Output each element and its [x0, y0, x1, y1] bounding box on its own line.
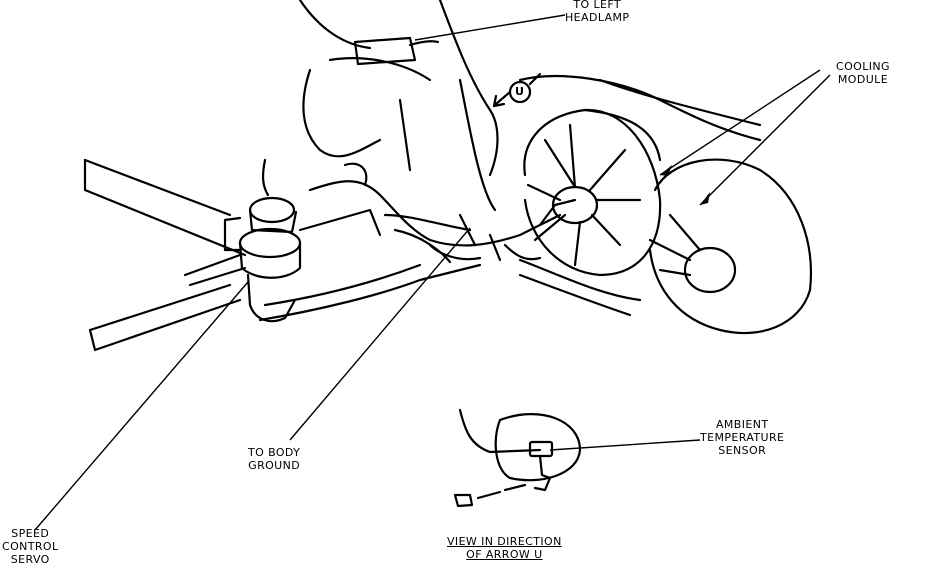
leader-lines: [34, 14, 831, 531]
speed-control-servo-drawing: [223, 158, 382, 323]
frame-rail: [83, 158, 247, 352]
leader-cooling-b: [699, 74, 831, 206]
fender-panel: [298, 0, 762, 212]
sensor-detail-view: [453, 408, 582, 508]
leader-cooling-a: [659, 69, 821, 176]
label-ambient-temperature-sensor: AMBIENT TEMPERATURE SENSOR: [700, 418, 785, 457]
label-view-in-direction: VIEW IN DIRECTION OF ARROW U: [447, 535, 562, 561]
cooling-fan: [523, 108, 662, 277]
label-speed-control-servo: SPEED CONTROL SERVO: [2, 527, 59, 566]
label-to-body-ground: TO BODY GROUND: [248, 446, 301, 472]
label-to-left-headlamp: TO LEFT HEADLAMP: [565, 0, 630, 24]
cooling-fan-rear: [648, 158, 812, 335]
leader-body-ground: [289, 227, 471, 441]
leader-servo: [34, 281, 249, 531]
arrow-u-letter: U: [515, 85, 525, 98]
arrow-u-indicator: [492, 72, 542, 108]
crossmember: [258, 258, 642, 322]
label-cooling-module: COOLING MODULE: [836, 60, 890, 86]
leader-headlamp: [414, 14, 566, 41]
wiring-harness: [308, 36, 577, 264]
leader-ambient-sensor: [549, 439, 701, 451]
